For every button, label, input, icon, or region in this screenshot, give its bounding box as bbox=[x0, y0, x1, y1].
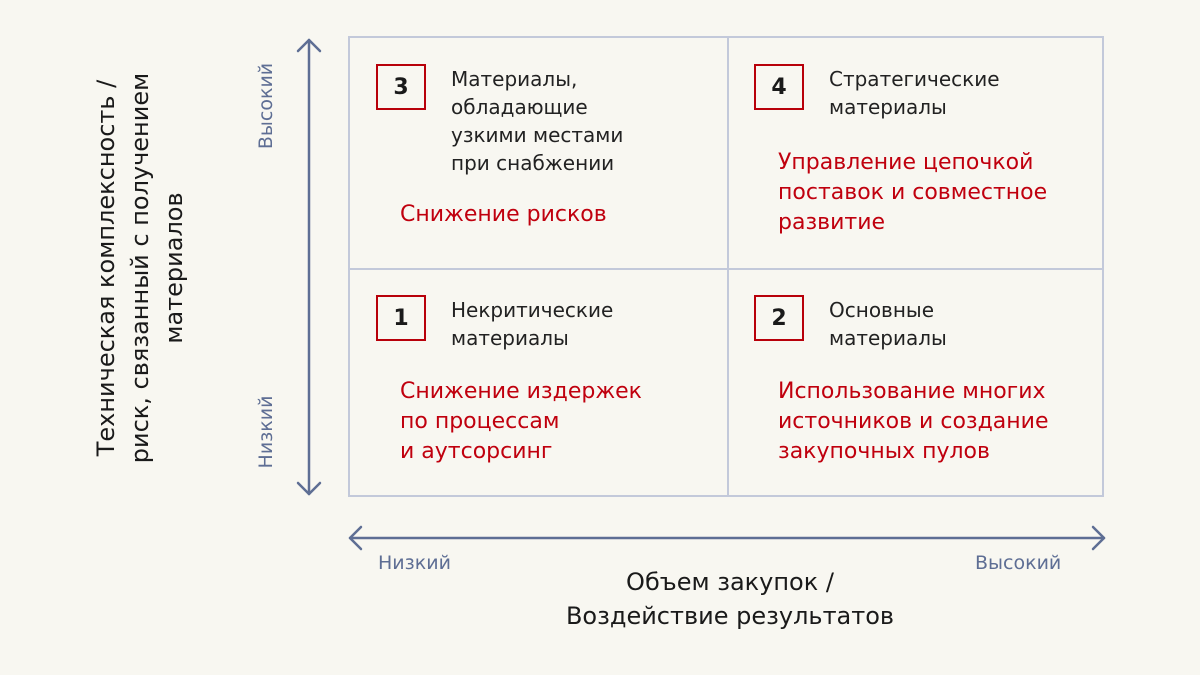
y-axis-title-line-2: риск, связанный с получением bbox=[126, 72, 154, 464]
x-axis-low-label: Низкий bbox=[378, 552, 451, 574]
grid-divider-horizontal bbox=[350, 268, 1102, 270]
quadrant-number-badge: 4 bbox=[754, 64, 804, 110]
x-axis-title-line-1: Объем закупок / bbox=[626, 568, 834, 596]
grid-divider-vertical bbox=[727, 38, 729, 495]
quadrant-1: 1 Некритические материалы Снижение издер… bbox=[350, 269, 728, 499]
x-axis-high-label: Высокий bbox=[975, 552, 1062, 574]
y-axis-high-label: Высокий bbox=[255, 62, 277, 150]
x-axis-title: Объем закупок / Воздействие результатов bbox=[520, 565, 940, 633]
quadrant-2: 2 Основные материалы Использование многи… bbox=[728, 269, 1106, 499]
y-axis-low-label: Низкий bbox=[255, 395, 277, 469]
quadrant-strategy: Управление цепочкой поставок и совместно… bbox=[778, 150, 1048, 235]
quadrant-3: 3 Материалы, обладающие узкими местами п… bbox=[350, 38, 728, 268]
quadrant-strategy: Использование многих источников и создан… bbox=[778, 379, 1049, 464]
double-arrow-horizontal-icon bbox=[348, 525, 1106, 551]
x-axis-title-line-2: Воздействие результатов bbox=[565, 602, 895, 630]
quadrant-number-badge: 1 bbox=[376, 295, 426, 341]
quadrant-number-badge: 2 bbox=[754, 295, 804, 341]
double-arrow-vertical-icon bbox=[296, 38, 322, 496]
matrix-grid: 3 Материалы, обладающие узкими местами п… bbox=[348, 36, 1104, 497]
quadrant-title: Основные материалы bbox=[829, 298, 947, 350]
y-axis-title-line-3: материалов bbox=[160, 192, 188, 344]
quadrant-number-badge: 3 bbox=[376, 64, 426, 110]
quadrant-title: Материалы, обладающие узкими местами при… bbox=[451, 67, 624, 175]
quadrant-title: Некритические материалы bbox=[451, 298, 614, 350]
quadrant-4: 4 Стратегические материалы Управление це… bbox=[728, 38, 1106, 268]
y-axis-title-line-1: Техническая комплексность / bbox=[92, 79, 120, 457]
quadrant-strategy: Снижение рисков bbox=[400, 202, 607, 227]
quadrant-title: Стратегические материалы bbox=[829, 67, 1000, 119]
y-axis-title: Техническая комплексность / риск, связан… bbox=[89, 38, 191, 498]
quadrant-strategy: Снижение издержек по процессам и аутсорс… bbox=[400, 379, 642, 464]
